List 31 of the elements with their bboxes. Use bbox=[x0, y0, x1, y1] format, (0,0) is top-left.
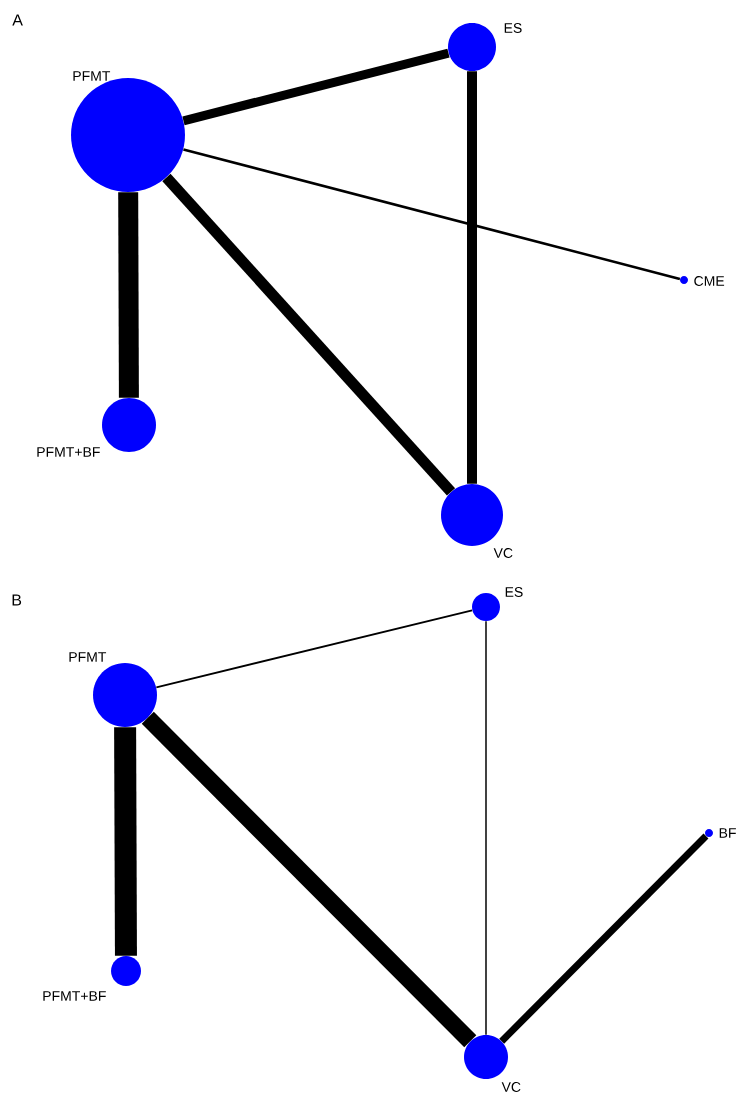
network-edge bbox=[141, 711, 477, 1048]
panel-letter: A bbox=[12, 14, 23, 26]
network-edge bbox=[485, 620, 487, 1036]
network-node: VC bbox=[464, 1035, 521, 1092]
network-node: PFMT+BF bbox=[43, 956, 141, 1001]
network-edge bbox=[114, 727, 137, 956]
node-label: ES bbox=[504, 23, 522, 33]
node-label: ES bbox=[505, 587, 523, 597]
network-node: PFMT bbox=[71, 71, 185, 192]
network-node: PFMT+BF bbox=[37, 398, 156, 457]
network-edge bbox=[467, 71, 477, 484]
network-node: ES bbox=[448, 23, 522, 71]
network-edge bbox=[183, 148, 681, 281]
node-label: VC bbox=[493, 548, 513, 558]
network-node: ES bbox=[472, 587, 523, 621]
node-label: PFMT+BF bbox=[37, 447, 100, 457]
node-label: CME bbox=[694, 276, 725, 286]
network-node: CME bbox=[680, 276, 725, 286]
network-node: PFMT bbox=[69, 652, 157, 727]
node-label: VC bbox=[501, 1082, 521, 1092]
network-edge bbox=[182, 48, 450, 126]
network-edge bbox=[155, 609, 474, 689]
network-edge bbox=[162, 173, 456, 496]
network-node: BF bbox=[705, 828, 736, 838]
panel-letter: B bbox=[12, 594, 22, 606]
node-label: PFMT+BF bbox=[43, 991, 106, 1001]
network-edge bbox=[118, 192, 139, 398]
network-node: VC bbox=[441, 484, 513, 558]
node-label: PFMT bbox=[69, 652, 107, 662]
node-label: BF bbox=[719, 828, 736, 838]
network-edge bbox=[499, 833, 709, 1044]
